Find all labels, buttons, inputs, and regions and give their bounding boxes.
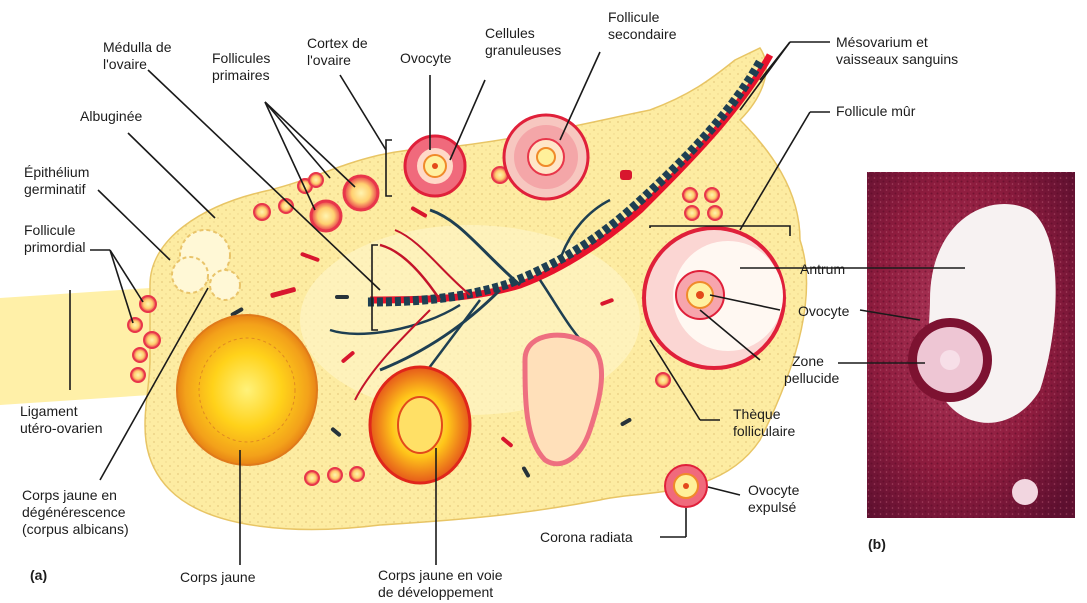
panel-label-b: (b) [868, 536, 886, 552]
label-ovocyte-mur: Ovocyte [798, 303, 850, 319]
secondary-follicle [504, 115, 588, 199]
histology-micrograph [867, 172, 1075, 518]
label-follicule-mur: Follicule mûr [836, 103, 916, 119]
expelled-ovocyte [665, 465, 707, 507]
mature-follicle [644, 228, 784, 368]
label-ovocyte-top: Ovocyte [400, 50, 452, 66]
label-corona-radiata: Corona radiata [540, 529, 633, 545]
panel-label-a: (a) [30, 567, 47, 583]
label-corps-jaune: Corps jaune [180, 569, 256, 585]
label-albuginee: Albuginée [80, 108, 142, 124]
label-antrum: Antrum [800, 261, 845, 277]
